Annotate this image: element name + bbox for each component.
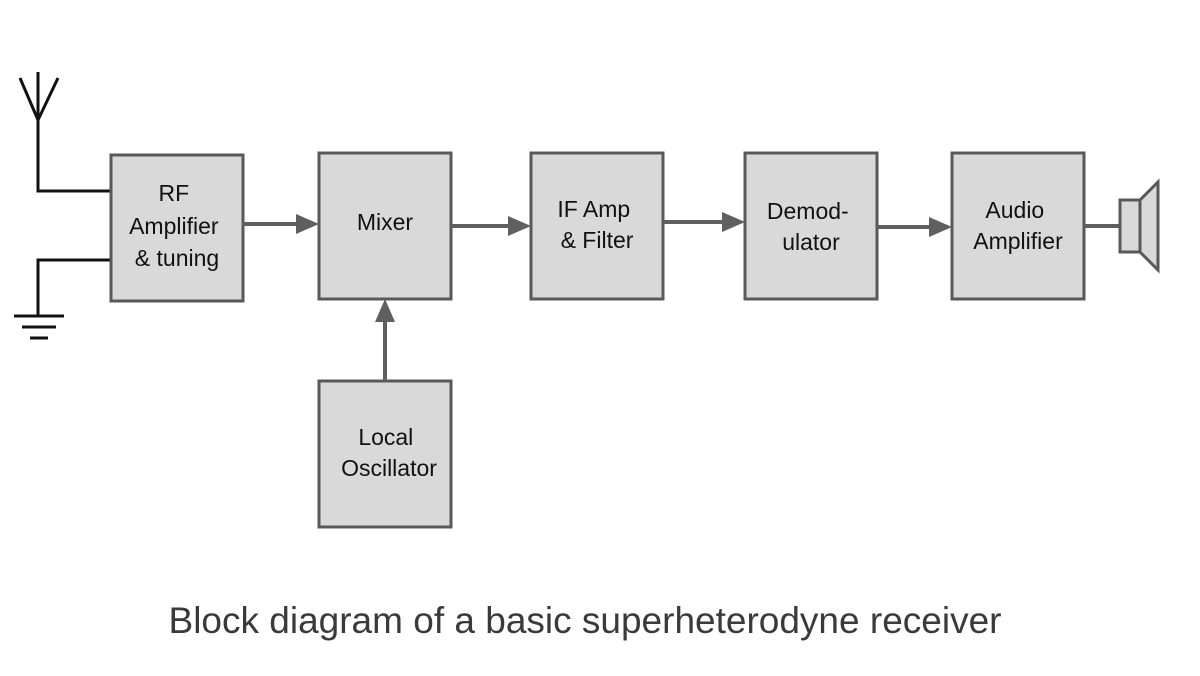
rf-amplifier-block: RF Amplifier & tuning: [109, 153, 245, 303]
diagram-caption: Block diagram of a basic superheterodyne…: [169, 600, 1002, 641]
demodulator-block: Demod- ulator: [743, 151, 879, 301]
if-amp-filter-label: IF Amp & Filter: [557, 196, 636, 253]
audio-amplifier-block: Audio Amplifier: [950, 151, 1086, 301]
local-oscillator-block: Local Oscillator: [317, 379, 453, 529]
arrow-demodulator-to-audio: [877, 217, 952, 237]
arrow-mixer-to-if: [451, 216, 531, 236]
arrow-rf-to-mixer: [243, 214, 319, 234]
rf-amplifier-label: RF Amplifier & tuning: [129, 180, 225, 271]
local-oscillator-label: Local Oscillator: [341, 424, 437, 481]
mixer-block: Mixer: [317, 151, 453, 301]
arrow-oscillator-to-mixer: [375, 299, 395, 381]
ground-icon: [14, 258, 111, 340]
speaker-icon: [1084, 178, 1160, 274]
antenna-icon: [18, 72, 111, 193]
audio-amplifier-label: Audio Amplifier: [973, 197, 1063, 254]
if-amp-filter-block: IF Amp & Filter: [529, 151, 665, 301]
mixer-label: Mixer: [357, 209, 414, 235]
demodulator-label: Demod- ulator: [767, 198, 855, 255]
arrow-if-to-demodulator: [663, 212, 745, 232]
